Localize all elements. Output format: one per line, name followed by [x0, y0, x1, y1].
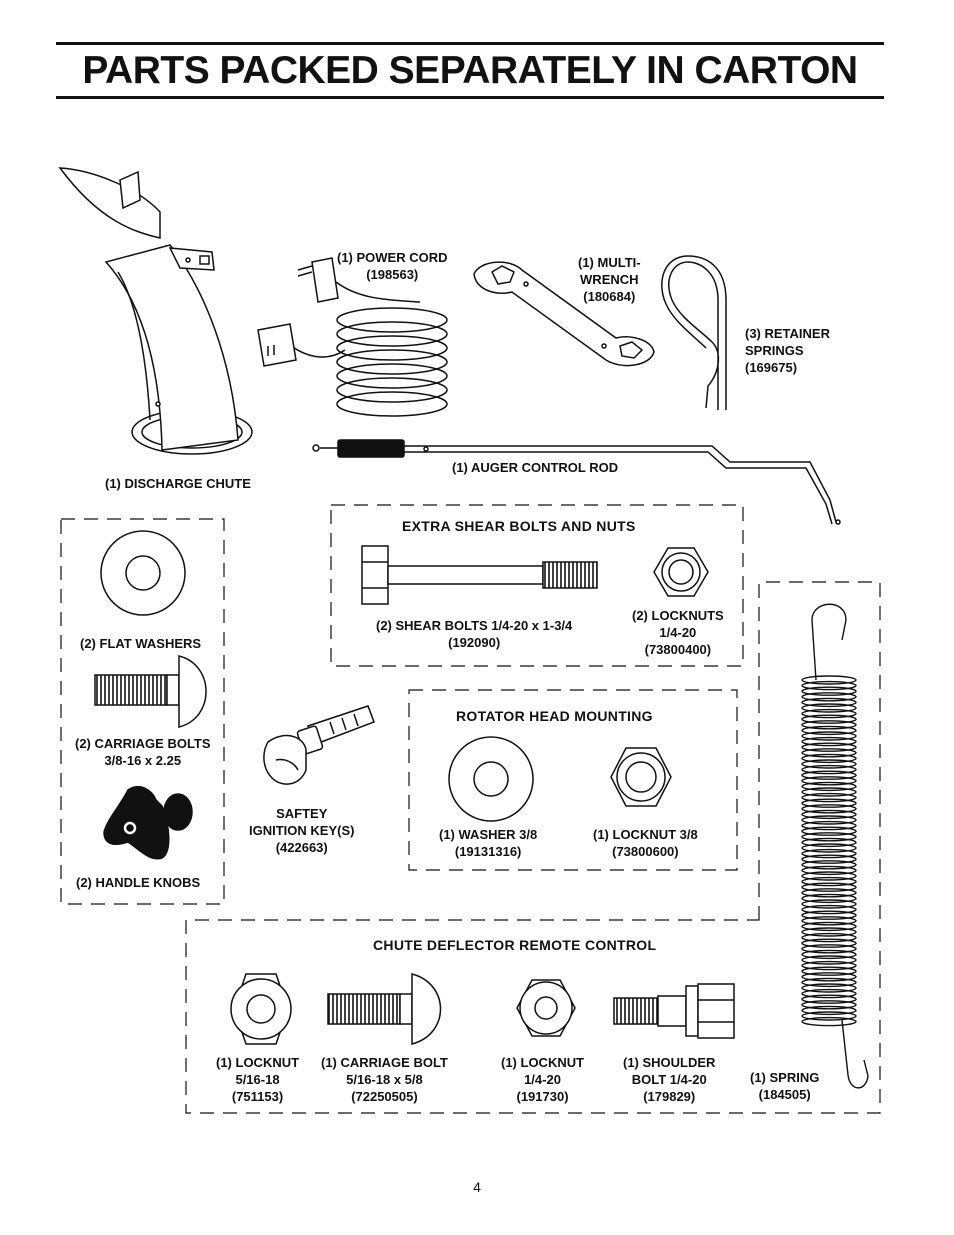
shear-locknut-icon [653, 547, 709, 597]
title-rule-bottom [56, 96, 884, 99]
shoulder-bolt-label: (1) SHOULDER BOLT 1/4-20 (179829) [623, 1055, 716, 1104]
discharge-chute-label: (1) DISCHARGE CHUTE [105, 476, 251, 491]
rotator-group-box [408, 689, 738, 871]
multi-wrench-label: (1) MULTI- WRENCH (180684) [578, 255, 641, 304]
ignition-key-label: SAFTEY IGNITION KEY(S) (422663) [249, 806, 355, 855]
spring-coils [801, 675, 857, 1027]
shear-group-title: EXTRA SHEAR BOLTS AND NUTS [402, 518, 636, 534]
auger-control-rod-label: (1) AUGER CONTROL ROD [452, 460, 619, 475]
locknut-1-4-icon [516, 979, 576, 1037]
retainer-springs-label: (3) RETAINER SPRINGS (169675) [745, 326, 830, 375]
shear-locknuts-label: (2) LOCKNUTS 1/4-20 (73800400) [632, 608, 724, 657]
page-title: PARTS PACKED SEPARATELY IN CARTON [82, 49, 858, 92]
retainer-spring-icon [661, 255, 727, 410]
rotator-locknut-icon [610, 747, 672, 807]
left-group-box [60, 518, 225, 905]
title-rule-top [56, 42, 884, 45]
flat-washers-label: (2) FLAT WASHERS [80, 636, 202, 651]
ignition-key-icon [263, 705, 375, 785]
rotator-washer-label: (1) WASHER 3/8 (19131316) [439, 827, 538, 859]
shear-bolt-icon [361, 545, 598, 605]
rotator-group-title: ROTATOR HEAD MOUNTING [456, 708, 653, 724]
power-cord-icon [257, 257, 448, 417]
carriage-bolt-5-16-icon [327, 973, 442, 1045]
rotator-washer-icon [448, 736, 534, 822]
shear-group-box [330, 504, 744, 667]
carriage-bolts-label: (2) CARRIAGE BOLTS 3/8-16 x 2.25 [75, 736, 211, 768]
discharge-chute-icon [58, 167, 253, 455]
auger-control-rod-icon [312, 439, 841, 525]
page-number: 4 [473, 1179, 481, 1195]
chute-deflector-group-box [185, 581, 881, 1114]
flat-washer-icon [100, 530, 186, 616]
power-cord-label: (1) POWER CORD (198563) [337, 250, 448, 282]
handle-knobs-label: (2) HANDLE KNOBS [76, 875, 201, 890]
chute-deflector-group-title: CHUTE DEFLECTOR REMOTE CONTROL [373, 937, 657, 953]
carriage-bolt-icon [94, 655, 207, 728]
locknut-5-16-label: (1) LOCKNUT 5/16-18 (751153) [216, 1055, 300, 1104]
multi-wrench-icon [473, 261, 655, 367]
locknut-5-16-icon [230, 973, 292, 1045]
rotator-locknut-label: (1) LOCKNUT 3/8 (73800600) [593, 827, 698, 859]
spring-icon [801, 603, 869, 1089]
locknut-1-4-label: (1) LOCKNUT 1/4-20 (191730) [501, 1055, 585, 1104]
shear-bolts-label: (2) SHEAR BOLTS 1/4-20 x 1-3/4 (192090) [376, 618, 573, 650]
shoulder-bolt-icon [613, 983, 735, 1039]
spring-label: (1) SPRING (184505) [750, 1070, 820, 1102]
carriage-bolt-5-16-label: (1) CARRIAGE BOLT 5/16-18 x 5/8 (7225050… [321, 1055, 448, 1104]
handle-knob-icon [103, 786, 193, 860]
